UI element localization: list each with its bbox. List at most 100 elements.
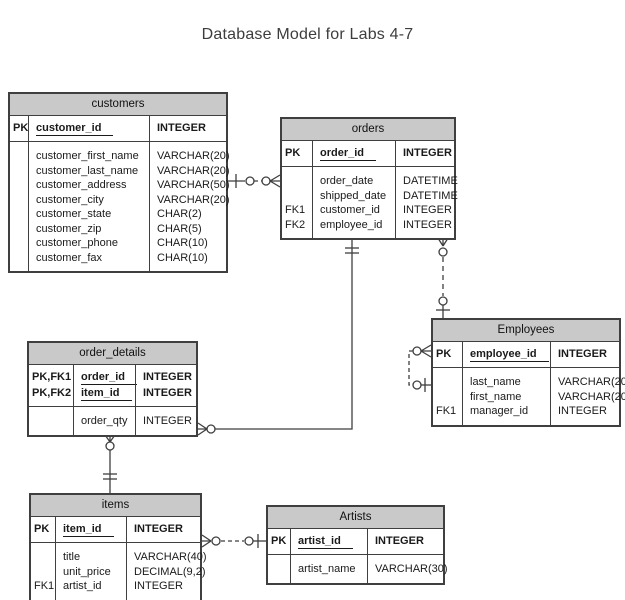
- field-name: manager_id: [470, 405, 529, 417]
- key-label: PK: [271, 535, 287, 547]
- field-name: customer_id: [320, 204, 380, 216]
- field-type: VARCHAR(40): [134, 551, 207, 563]
- field-name: order_date: [320, 175, 374, 187]
- column-divider: [126, 517, 127, 600]
- field-type: INTEGER: [375, 535, 424, 547]
- field-type: VARCHAR(50): [157, 179, 230, 191]
- entity-header: order_details: [29, 343, 196, 365]
- field-name: order_id: [312, 145, 395, 161]
- field-type: CHAR(2): [157, 208, 202, 220]
- key-label: [31, 565, 55, 580]
- field-row-employee_id: FK2 employee_id INTEGER: [282, 218, 454, 233]
- field-name: item_id: [73, 385, 135, 401]
- key-label: [10, 164, 28, 179]
- relationship-line-dashed: [408, 350, 413, 386]
- field-name: customer_state: [36, 208, 112, 220]
- field-type: VARCHAR(20): [558, 376, 625, 388]
- field-name: customer_city: [36, 193, 104, 206]
- field-type: INTEGER: [558, 405, 607, 417]
- field-type: DATETIME: [403, 189, 458, 202]
- crow-foot: [197, 422, 208, 436]
- field-type: DECIMAL(9,2): [134, 565, 206, 578]
- pk-row-order_id: PK order_id INTEGER: [282, 145, 454, 161]
- column-divider: [462, 342, 463, 425]
- key-label: [282, 174, 312, 189]
- key-label: [10, 178, 28, 193]
- field-name: customer_fax: [36, 251, 103, 264]
- field-type: INTEGER: [558, 348, 607, 360]
- field-type: VARCHAR(20): [157, 193, 230, 206]
- field-type: INTEGER: [143, 387, 192, 399]
- field-name: customer_last_name: [36, 164, 139, 177]
- key-label: [10, 207, 28, 222]
- key-label: PK,FK1: [32, 371, 72, 383]
- key-label: FK1: [34, 580, 55, 592]
- key-label: [268, 562, 290, 577]
- key-label: PK: [285, 147, 301, 159]
- field-row-customer_state: customer_state CHAR(2): [10, 207, 226, 222]
- field-row-customer_address: customer_address VARCHAR(50): [10, 178, 230, 193]
- field-type: VARCHAR(20): [157, 164, 230, 177]
- field-name: order_qty: [81, 415, 128, 427]
- column-divider: [135, 365, 136, 435]
- field-type: INTEGER: [403, 218, 452, 231]
- key-label: [29, 414, 73, 429]
- field-type: CHAR(5): [157, 222, 202, 235]
- field-name: last_name: [470, 376, 521, 388]
- field-type: INTEGER: [403, 147, 452, 159]
- primary-key-section: PK order_id INTEGER: [282, 141, 454, 167]
- key-label: [282, 189, 312, 204]
- zero-circle: [412, 380, 422, 390]
- field-name: artist_id: [63, 580, 102, 592]
- zero-circle: [438, 296, 448, 306]
- key-label: FK2: [285, 218, 306, 231]
- field-type: VARCHAR(20): [558, 390, 625, 403]
- field-row-customer_zip: customer_zip CHAR(5): [10, 222, 226, 237]
- field-type: INTEGER: [134, 523, 183, 535]
- entity-header: items: [31, 495, 200, 517]
- field-name-text: order_id: [81, 371, 138, 385]
- column-divider: [73, 365, 74, 435]
- relationship-line: [215, 235, 353, 430]
- field-name: customer_address: [36, 179, 127, 191]
- crow-foot: [201, 534, 212, 548]
- key-label: [10, 236, 28, 251]
- field-type: INTEGER: [134, 580, 183, 592]
- entity-header: orders: [282, 119, 454, 141]
- crow-foot: [269, 174, 281, 188]
- field-type: INTEGER: [157, 122, 206, 134]
- zero-circle: [105, 441, 115, 451]
- column-divider: [395, 141, 396, 238]
- zero-circle: [244, 536, 254, 546]
- crow-foot: [420, 344, 432, 358]
- field-name-text: customer_id: [36, 122, 114, 136]
- field-name: customer_zip: [36, 222, 102, 235]
- field-name-text: employee_id: [470, 348, 549, 362]
- column-divider: [28, 116, 29, 271]
- relationship-employees-orders: [435, 234, 451, 318]
- field-name: employee_id: [320, 218, 383, 231]
